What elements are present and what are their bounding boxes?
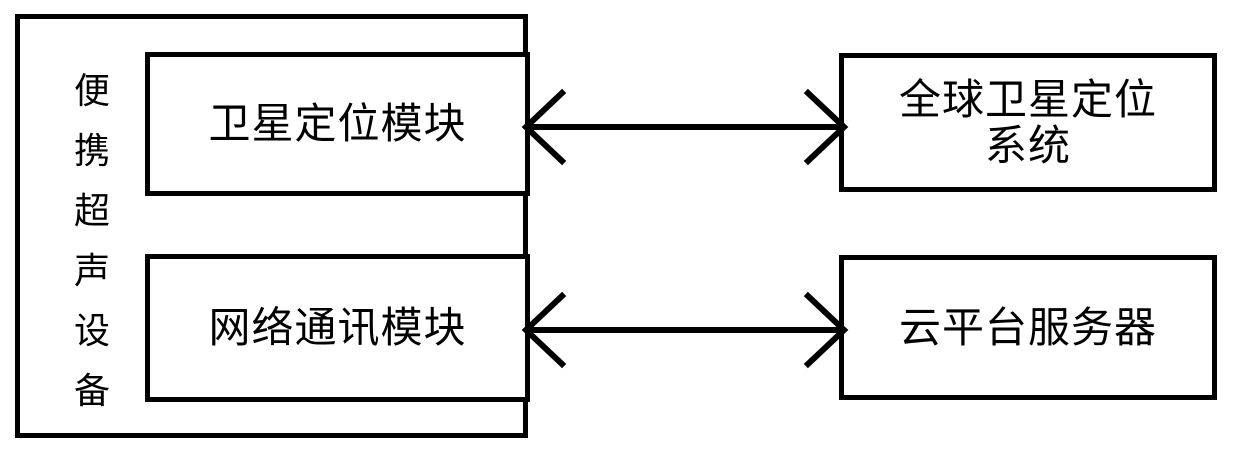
vertical-char-1: 便	[73, 71, 110, 112]
global-satellite-positioning-system-box: 全球卫星定位 系统	[839, 53, 1217, 192]
connection-satellite-arrow	[521, 88, 849, 166]
network-communication-module-label: 网络通讯模块	[208, 303, 467, 352]
device-container-vertical-label: 便 携 超 声 设 备	[62, 62, 122, 422]
portable-ultrasound-device-container	[15, 14, 528, 438]
vertical-char-4: 声	[73, 251, 110, 292]
network-communication-module-box: 网络通讯模块	[145, 254, 530, 402]
connection-cloud-arrow	[521, 291, 849, 369]
vertical-char-2: 携	[73, 131, 110, 172]
vertical-char-5: 设	[73, 311, 110, 352]
global-satellite-positioning-system-label: 全球卫星定位 系统	[898, 74, 1157, 170]
satellite-positioning-module-label: 卫星定位模块	[208, 99, 467, 148]
cloud-platform-server-label: 云平台服务器	[898, 302, 1157, 352]
vertical-char-6: 备	[73, 371, 110, 412]
satellite-positioning-module-box: 卫星定位模块	[145, 52, 530, 196]
vertical-char-3: 超	[73, 191, 110, 232]
cloud-platform-server-box: 云平台服务器	[839, 255, 1217, 400]
